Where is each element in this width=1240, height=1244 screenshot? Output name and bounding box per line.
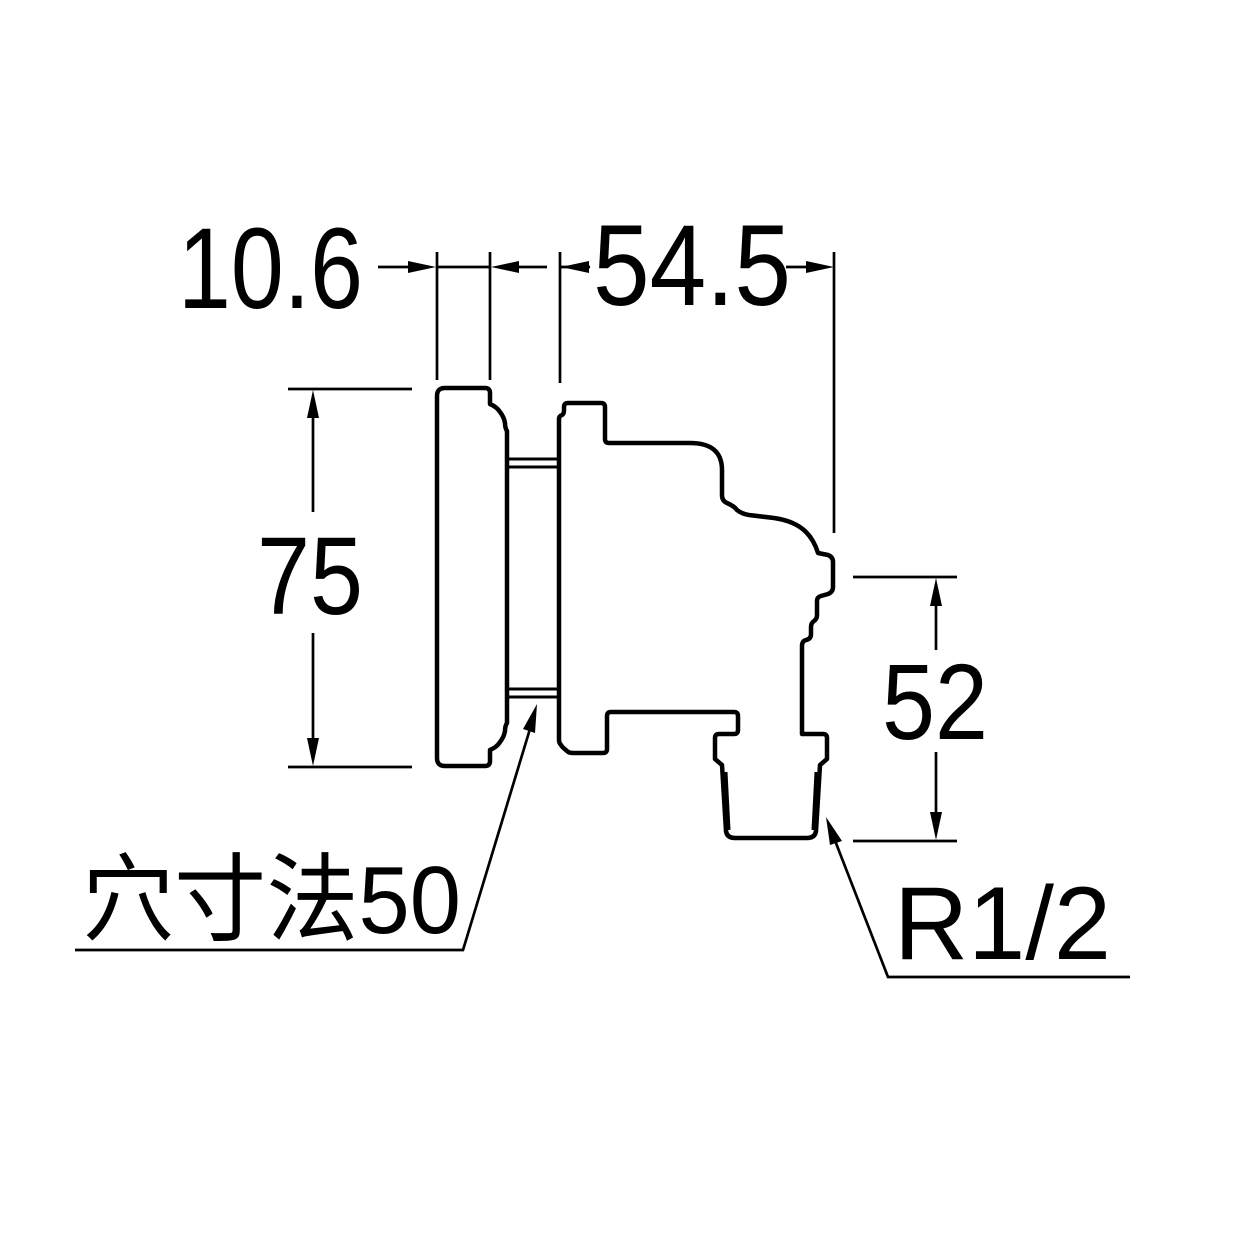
arrowhead-right: [806, 261, 834, 273]
dimension-outlet-drop: 52: [853, 575, 988, 843]
dim-value-flange-thickness: 10.6: [178, 205, 363, 333]
arrowhead-left: [491, 261, 519, 273]
arrowhead-down: [930, 812, 942, 840]
arrowhead-up: [307, 390, 319, 418]
valve-body-outline: [556, 400, 836, 841]
arrowhead-right: [408, 261, 436, 273]
arrowhead-left: [561, 261, 589, 273]
label-thread-size: R1/2: [894, 866, 1111, 982]
wall-pipe-thread-lines: [507, 457, 560, 699]
leader-thread-size: R1/2: [826, 817, 1130, 982]
label-hole-size: 穴寸法50: [82, 847, 461, 954]
arrowhead-leader: [826, 817, 842, 845]
dim-value-depth: 54.5: [593, 202, 791, 330]
dimension-depth: 54.5: [558, 202, 836, 533]
drawing-strokes: 10.6 54.5 75: [75, 202, 1130, 982]
dim-value-outlet-drop: 52: [882, 641, 988, 762]
dim-value-flange-height: 75: [257, 515, 363, 638]
leader-hole-size: 穴寸法50: [75, 704, 537, 954]
wall-flange-outline: [434, 385, 510, 769]
outlet-thread-lines: [724, 771, 818, 831]
arrowhead-leader: [523, 704, 537, 733]
dimension-flange-thickness: 10.6: [178, 205, 547, 380]
leader-line: [832, 837, 1130, 979]
dimension-flange-height: 75: [257, 387, 412, 769]
arrowhead-up: [930, 578, 942, 606]
arrowhead-down: [307, 738, 319, 766]
leader-line: [75, 718, 535, 952]
